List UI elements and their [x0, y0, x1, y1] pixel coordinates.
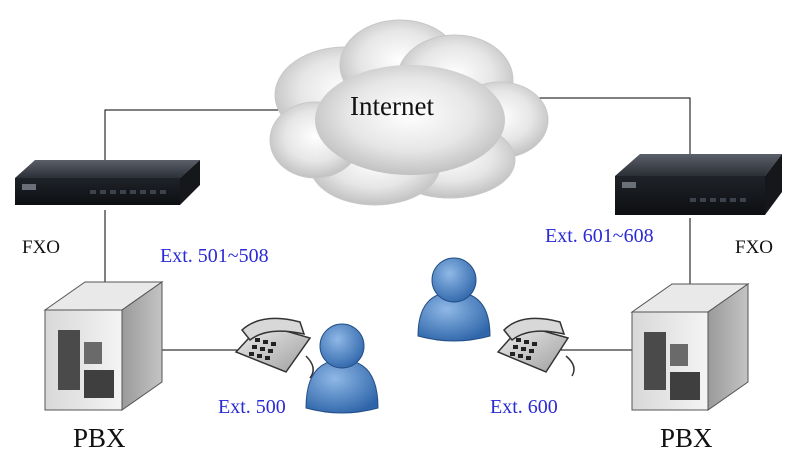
right-fxo-gateway-icon [615, 154, 782, 215]
right-pbx-icon [630, 283, 750, 411]
left-pbx-icon [43, 281, 164, 411]
right-telephone-icon [496, 317, 575, 377]
left-pbx-label: PBX [73, 423, 126, 453]
right-phone-extension-label: Ext. 600 [490, 396, 558, 418]
internet-label: Internet [350, 91, 434, 121]
left-telephone-icon [234, 317, 314, 379]
left-fxo-label: FXO [22, 237, 61, 258]
left-phone-extension-label: Ext. 500 [218, 396, 286, 418]
right-pbx-label: PBX [660, 423, 713, 453]
right-extension-range-label: Ext. 601~608 [545, 225, 654, 247]
internet-cloud-icon [269, 19, 549, 206]
right-fxo-label: FXO [735, 237, 774, 258]
left-gateway-to-internet-line [104, 109, 300, 172]
right-user-icon [417, 257, 491, 342]
left-fxo-gateway-icon [15, 160, 200, 205]
left-user-icon [305, 323, 379, 414]
left-extension-range-label: Ext. 501~508 [160, 245, 269, 267]
